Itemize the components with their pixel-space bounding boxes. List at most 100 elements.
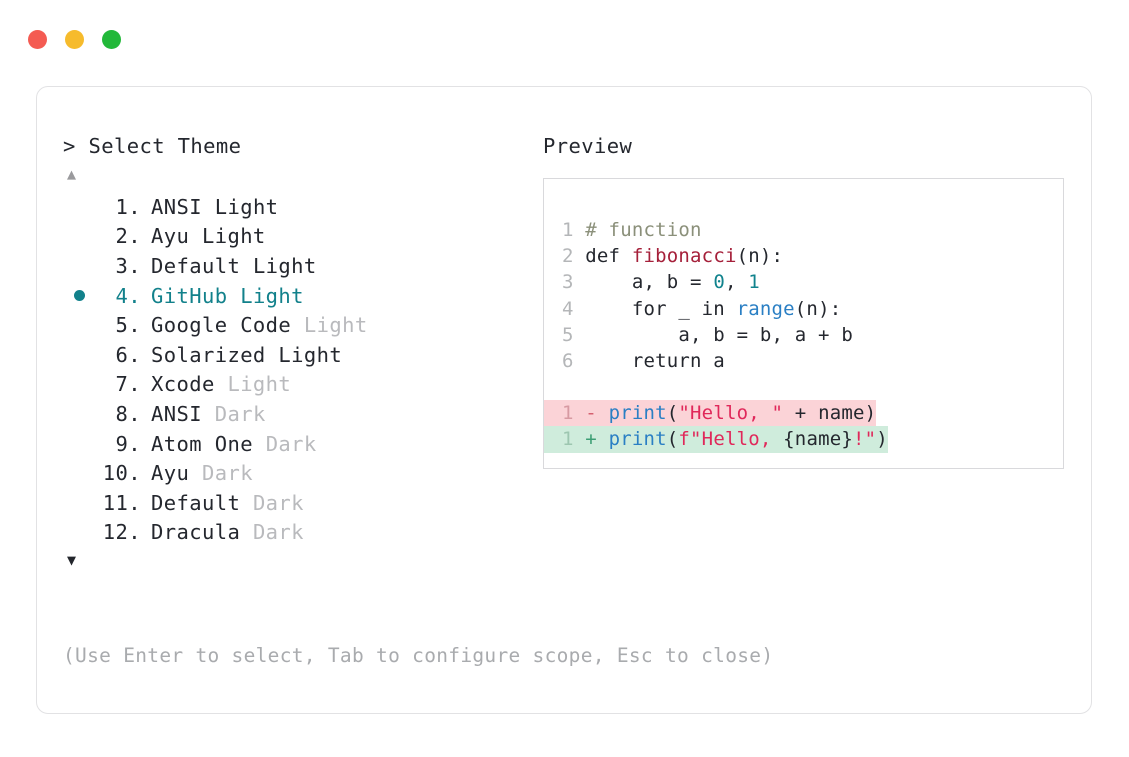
diff-line-add: 1 + print(f"Hello, {name}!")	[544, 426, 888, 453]
theme-item-variant: Light	[278, 342, 343, 367]
code-token: + name)	[783, 402, 877, 425]
scroll-down-icon[interactable]: ▼	[67, 551, 77, 570]
theme-item-variant: Dark	[214, 401, 266, 426]
code-token: 1	[748, 271, 760, 294]
code-token: print	[608, 428, 667, 451]
theme-list-item[interactable]: 3. Default Light	[63, 251, 533, 281]
theme-item-index: 6.	[115, 342, 141, 367]
code-token: a, b = b, a + b	[585, 323, 853, 346]
theme-item-name: Ayu	[151, 224, 202, 249]
scroll-up-icon[interactable]: ▲	[67, 165, 77, 183]
theme-list-item[interactable]: 8. ANSI Dark	[63, 399, 533, 429]
theme-item-name: GitHub	[151, 283, 241, 308]
diff-sign: -	[585, 402, 609, 425]
theme-list-item[interactable]: 12.Dracula Dark	[63, 518, 533, 548]
code-token: {name}	[783, 428, 854, 451]
diff-line-del: 1 - print("Hello, " + name)	[544, 400, 877, 427]
maximize-window-button[interactable]	[102, 30, 121, 49]
line-number: 1	[562, 219, 586, 241]
theme-item-variant: Dark	[265, 431, 317, 456]
theme-list-item[interactable]: 9.Atom One Dark	[63, 429, 533, 459]
code-token: fibonacci	[631, 245, 737, 268]
code-token: f"Hello,	[678, 428, 784, 451]
theme-selector-pane: > Select Theme ▲ 1. ANSI Light 2. Ayu Light…	[63, 133, 533, 571]
theme-item-index: 8.	[115, 401, 141, 426]
selection-bullet-slot	[63, 290, 95, 302]
theme-item-variant: Light	[214, 194, 279, 219]
preview-label: Preview	[543, 134, 633, 158]
theme-item-index: 1.	[115, 194, 141, 219]
code-token: !"	[853, 428, 877, 451]
theme-item-name: Google Code	[151, 313, 304, 338]
code-token: return a	[585, 350, 725, 373]
theme-list-item[interactable]: 10.Ayu Dark	[63, 458, 533, 488]
window-traffic-lights	[28, 30, 121, 49]
theme-item-index: 3.	[115, 253, 141, 278]
line-number: 6	[562, 350, 586, 373]
code-token: # function	[585, 219, 702, 241]
theme-item-name: Dracula	[151, 520, 253, 545]
code-line: 1 # function	[544, 217, 1063, 243]
code-line: 2 def fibonacci(n):	[544, 243, 1063, 269]
theme-item-name: Default	[151, 490, 253, 515]
code-token: (	[666, 402, 679, 425]
theme-list-item[interactable]: 11. Default Dark	[63, 488, 533, 518]
theme-item-variant: Light	[303, 313, 368, 338]
code-token: print	[608, 402, 667, 425]
code-token: range	[736, 297, 795, 320]
theme-item-name: ANSI	[151, 401, 215, 426]
theme-item-variant: Light	[201, 224, 266, 249]
theme-item-index: 4.	[115, 283, 141, 308]
theme-item-index: 2.	[115, 224, 141, 249]
theme-item-name: Solarized	[151, 342, 279, 367]
code-token: (	[666, 428, 679, 451]
theme-list-item[interactable]: 4. GitHub Light	[63, 281, 533, 311]
theme-item-name: ANSI	[151, 194, 215, 219]
theme-item-name: Default	[151, 253, 253, 278]
theme-picker-card: > Select Theme ▲ 1. ANSI Light 2. Ayu Light…	[36, 86, 1092, 714]
code-line: 3 a, b = 0, 1	[544, 269, 1063, 295]
theme-item-name: Ayu	[151, 461, 202, 486]
code-token: (n):	[794, 297, 842, 320]
theme-list-item[interactable]: 5. Google Code Light	[63, 310, 533, 340]
theme-item-variant: Light	[252, 253, 317, 278]
minimize-window-button[interactable]	[65, 30, 84, 49]
theme-item-index: 7.	[115, 372, 141, 397]
theme-item-variant: Dark	[252, 520, 304, 545]
close-window-button[interactable]	[28, 30, 47, 49]
theme-item-index: 11.	[102, 490, 141, 515]
code-line: 5 a, b = b, a + b	[544, 322, 1063, 348]
line-number: 5	[562, 323, 586, 346]
code-token: (n):	[736, 245, 784, 268]
selected-bullet-icon	[73, 290, 85, 302]
theme-item-variant: Light	[240, 283, 304, 308]
theme-item-variant: Light	[227, 372, 292, 397]
code-token: for _ in	[585, 297, 737, 320]
theme-list-item[interactable]: 1. ANSI Light	[63, 192, 533, 222]
theme-list-item[interactable]: 6. Solarized Light	[63, 340, 533, 370]
code-token: )	[876, 428, 888, 451]
code-token: "Hello, "	[678, 402, 784, 425]
theme-item-variant: Dark	[252, 490, 304, 515]
line-number: 2	[562, 245, 586, 268]
line-number: 3	[562, 271, 586, 294]
theme-list-item[interactable]: 2. Ayu Light	[63, 222, 533, 252]
theme-item-name: Atom One	[151, 431, 266, 456]
diff-line-number: 1	[562, 402, 586, 425]
code-token: def	[585, 245, 632, 268]
line-number: 4	[562, 297, 586, 320]
theme-list-item[interactable]: 7. Xcode Light	[63, 370, 533, 400]
theme-item-index: 5.	[115, 313, 141, 338]
code-token: ,	[724, 271, 749, 294]
code-token: 0	[713, 271, 725, 294]
code-token: a, b =	[585, 271, 714, 294]
theme-item-name: Xcode	[151, 372, 228, 397]
diff-block: 1 - print("Hello, " + name)1 + print(f"H…	[544, 400, 1063, 453]
selector-prompt: > Select Theme	[63, 134, 242, 158]
theme-item-variant: Dark	[201, 461, 253, 486]
